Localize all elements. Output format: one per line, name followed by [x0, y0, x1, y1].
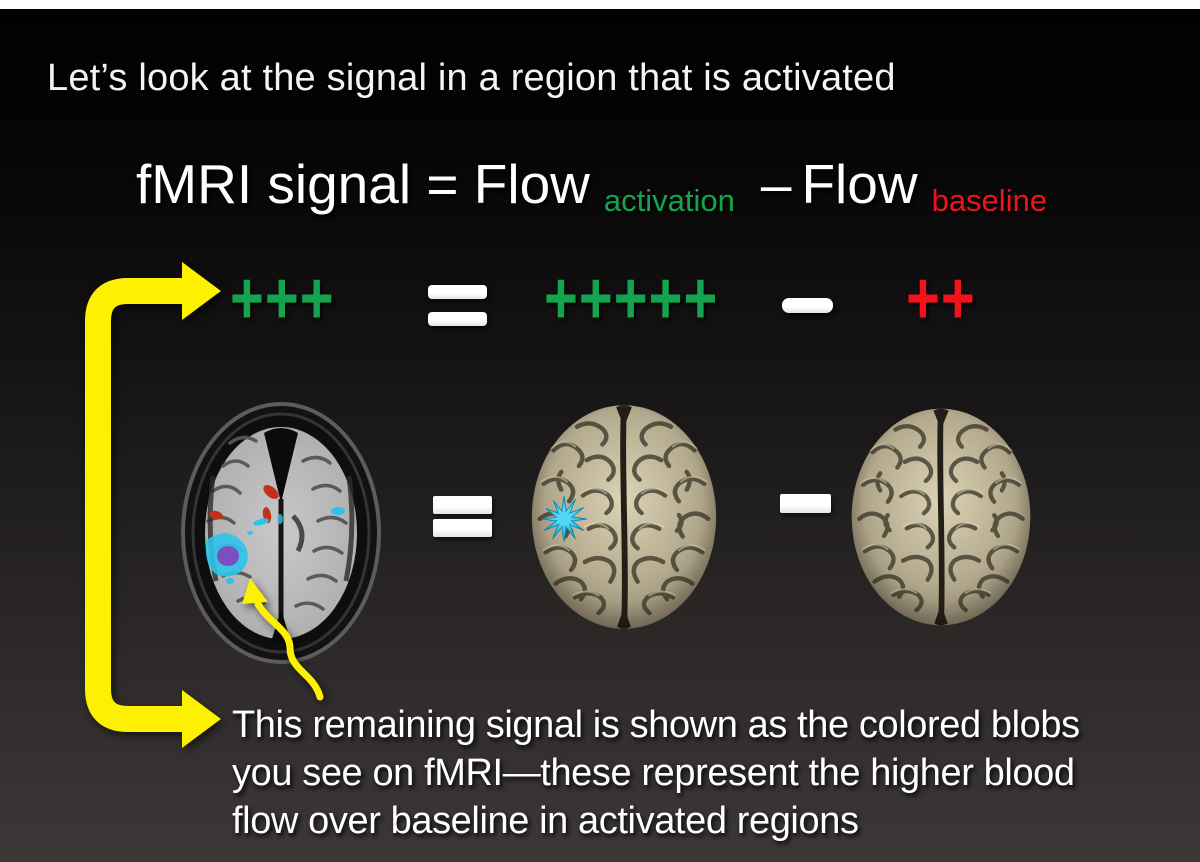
equals-symbol-row1 — [428, 285, 487, 326]
equation-rhs: Flow — [801, 153, 918, 215]
caption-line: you see on fMRI—these represent the high… — [232, 752, 1075, 794]
equals-bar — [433, 496, 492, 514]
equation: fMRI signal = Flow activation – Flow bas… — [136, 153, 1048, 218]
caption-text: This remaining signal is shown as the co… — [232, 701, 1080, 845]
minus-symbol-row1 — [782, 298, 833, 313]
caption-line: This remaining signal is shown as the co… — [232, 704, 1080, 746]
equation-activation-subscript: activation — [603, 183, 735, 218]
equals-bar — [428, 285, 487, 299]
equation-baseline-subscript: baseline — [931, 183, 1048, 218]
bracket-arrowhead-bottom — [182, 690, 221, 748]
slide-title: Let’s look at the signal in a region tha… — [47, 57, 896, 99]
top-white-strip — [0, 0, 1200, 9]
caption-line: flow over baseline in activated regions — [232, 800, 859, 842]
curved-pointer-arrow — [242, 578, 324, 701]
minus-symbol-row2 — [780, 494, 831, 513]
equation-lhs: fMRI signal = Flow — [136, 153, 590, 215]
result-plusses: +++ — [230, 256, 335, 340]
equals-bar — [428, 312, 487, 326]
activation-plusses: +++++ — [544, 256, 719, 340]
activation-starburst-blob — [543, 496, 587, 542]
equation-minus: – — [760, 153, 792, 215]
pointer-arrowhead — [242, 578, 268, 604]
axial-fmri-scan-image — [181, 402, 381, 664]
bracket-arrowhead-top — [182, 262, 221, 320]
baseline-plusses: ++ — [906, 256, 976, 340]
yellow-bracket-arrow — [85, 262, 221, 748]
cyan-activation-blobs — [205, 507, 345, 584]
equals-bar — [433, 519, 492, 537]
brain-baseline-image — [846, 399, 1036, 635]
equals-symbol-row2 — [433, 496, 492, 537]
slide-background: Let’s look at the signal in a region tha… — [0, 9, 1200, 862]
